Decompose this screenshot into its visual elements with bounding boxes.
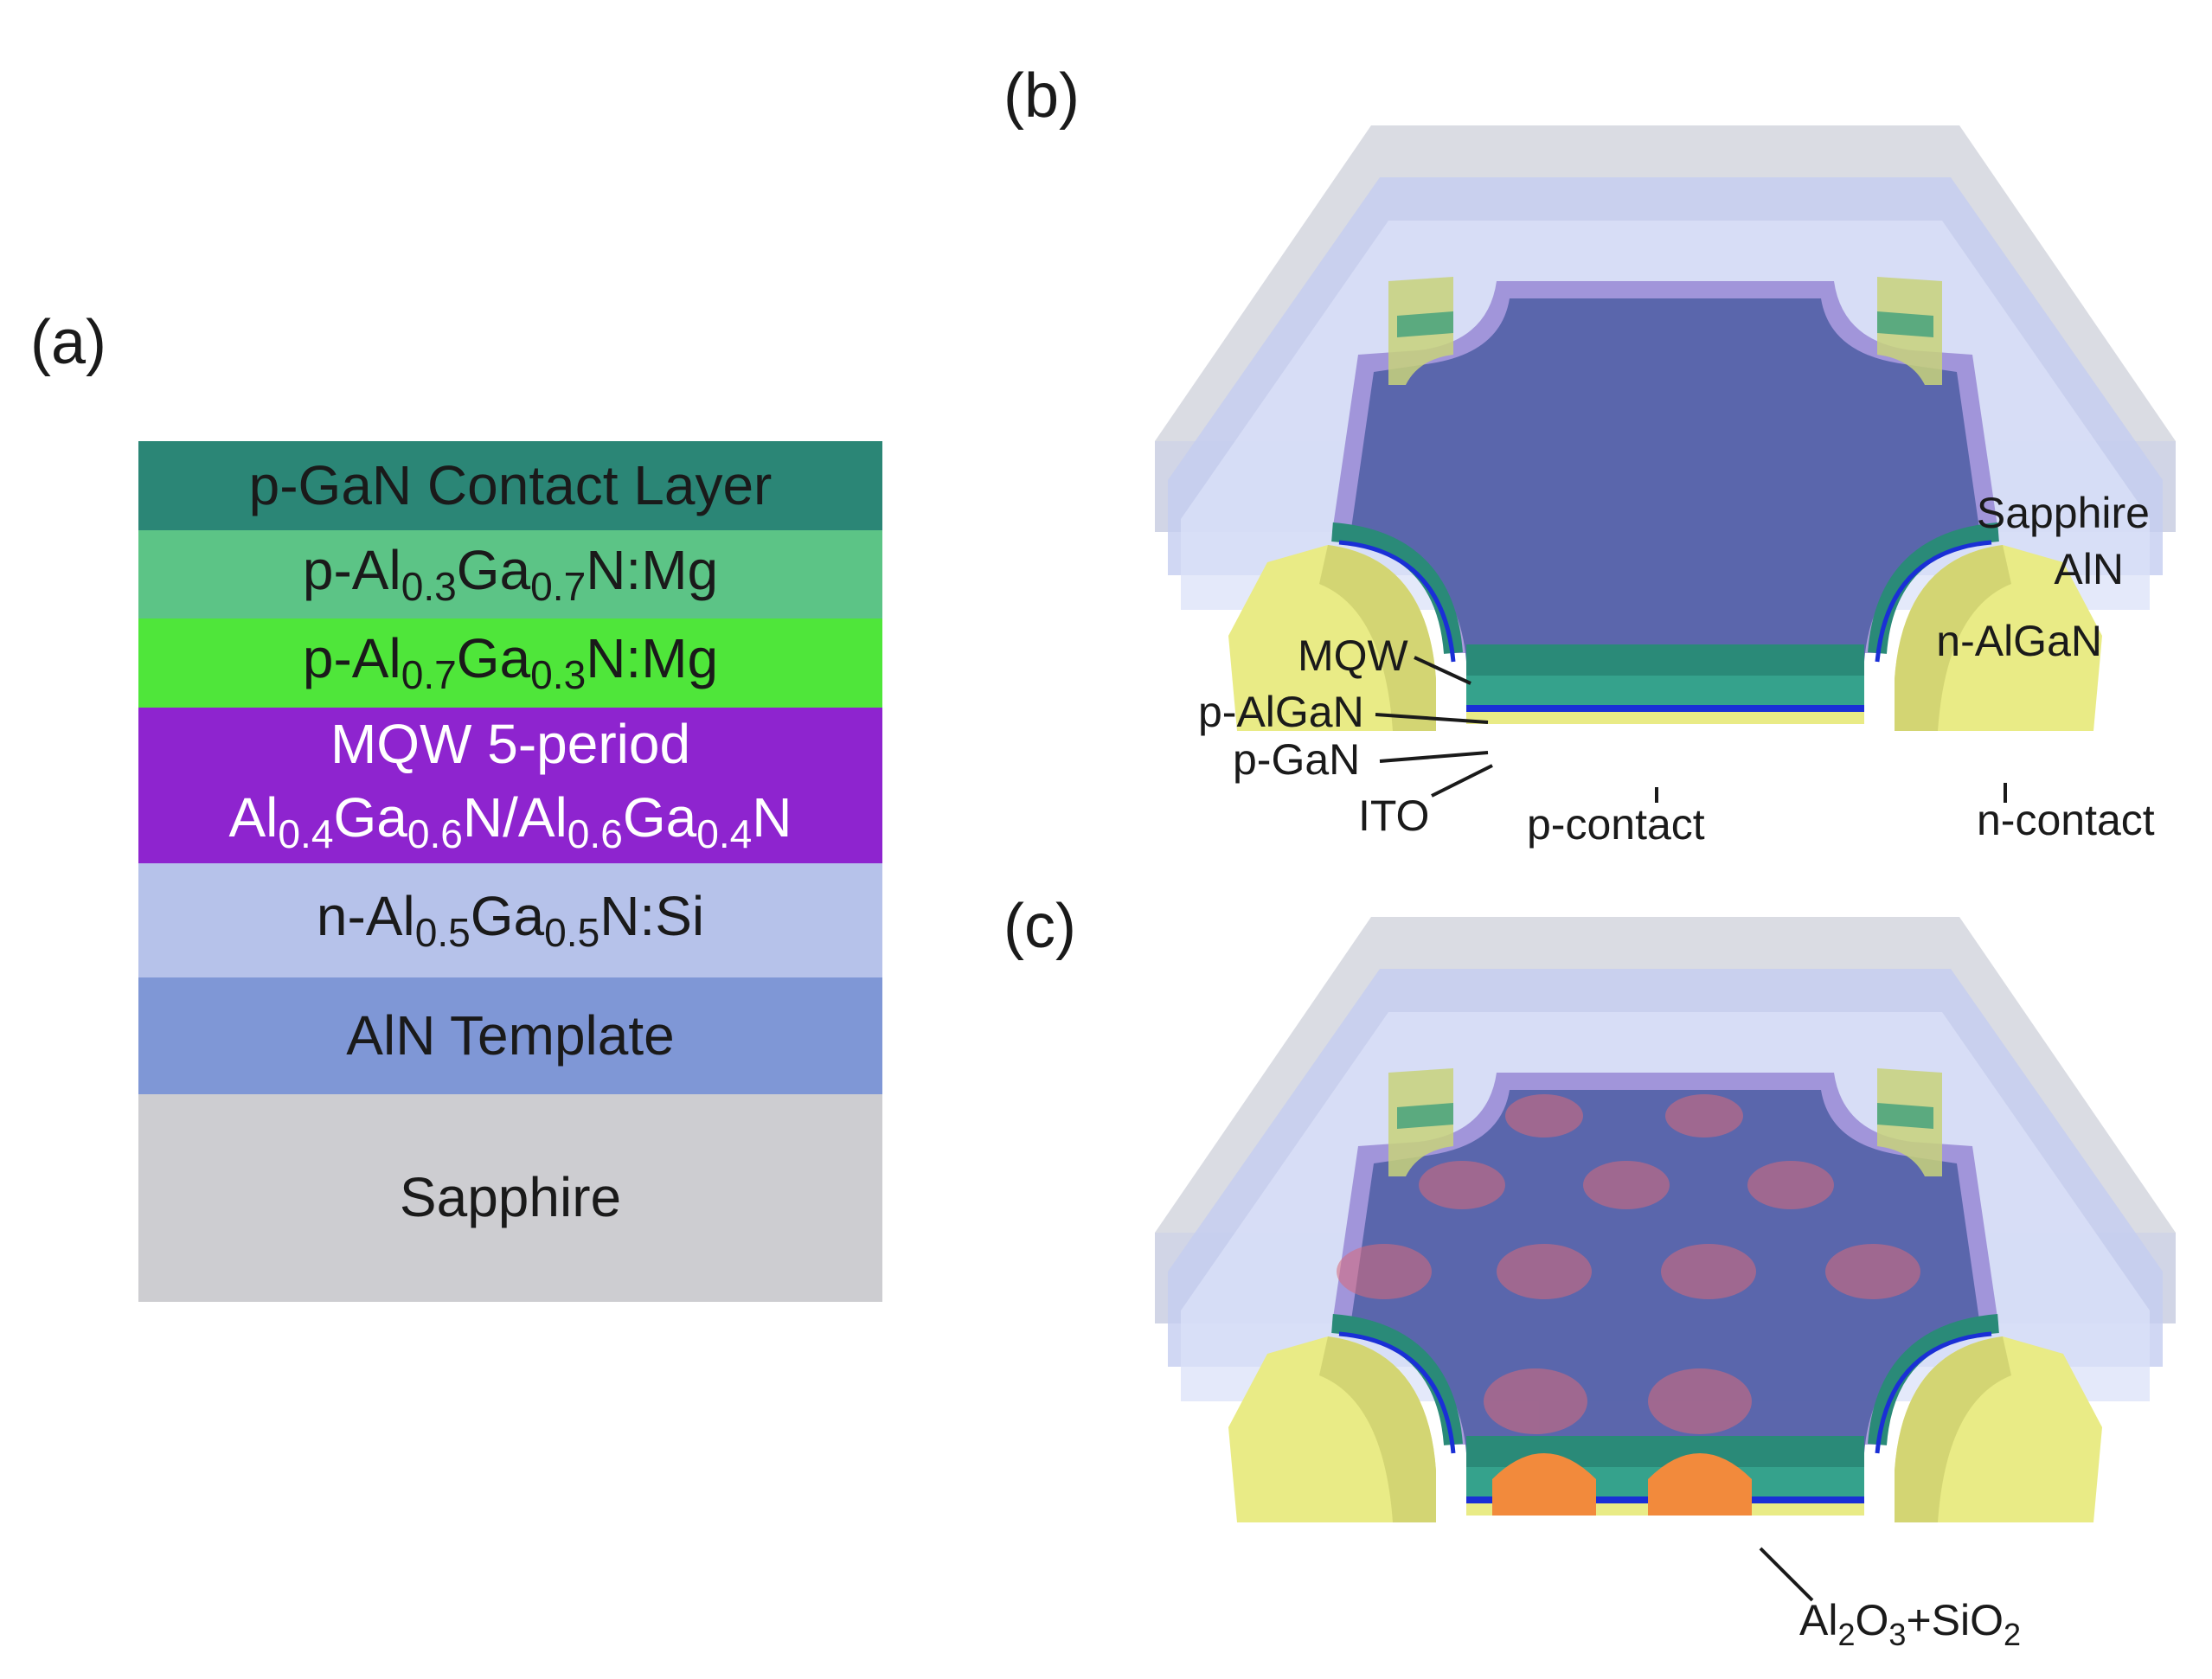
oxide-holes [1337,1094,1920,1434]
label-p-algan: p-AlGaN [1198,688,1364,736]
label-aln: AlN [2054,545,2124,593]
layer-n-algan: n-Al0.5Ga0.5N:Si [138,863,882,977]
layer-p-algan-03-label: p-Al0.3Ga0.7N:Mg [302,538,719,609]
layer-p-algan-03: p-Al0.3Ga0.7N:Mg [138,530,882,618]
labels-b: Sapphire AlN n-AlGaN MQW p-AlGaN p-GaN I… [1198,489,2155,849]
layer-mqw-line1: MQW 5-period [330,713,691,776]
label-mqw: MQW [1298,631,1409,680]
layer-sapphire: Sapphire [138,1094,882,1302]
layer-sapphire-label: Sapphire [399,1166,622,1229]
layer-mqw-line2: Al0.4Ga0.6N/Al0.6Ga0.4N [228,786,792,857]
layer-p-gan-contact: p-GaN Contact Layer [138,441,882,530]
panel-label-b: (b) [1003,61,1080,131]
label-p-contact: p-contact [1527,800,1705,849]
layer-stack: p-GaN Contact Layer p-Al0.3Ga0.7N:Mg p-A… [138,441,882,1302]
labels-c: Al2O3+SiO2 [1759,1547,2021,1652]
layer-mqw: MQW 5-period Al0.4Ga0.6N/Al0.6Ga0.4N [138,708,882,863]
panel-label-c: (c) [1003,892,1076,961]
layer-p-gan-contact-label: p-GaN Contact Layer [248,453,773,516]
label-n-contact: n-contact [1977,796,2155,844]
layer-n-algan-label: n-Al0.5Ga0.5N:Si [316,884,705,955]
layer-p-algan-07-label: p-Al0.7Ga0.3N:Mg [302,627,719,698]
label-sapphire: Sapphire [1977,489,2150,537]
oxide-front-fills [1492,1453,1752,1516]
layer-p-algan-07: p-Al0.7Ga0.3N:Mg [138,618,882,708]
layer-aln-template-label: AlN Template [346,1003,675,1067]
label-n-algan: n-AlGaN [1936,617,2102,665]
device-c [1155,917,2176,1522]
label-ito: ITO [1358,791,1429,840]
label-oxide: Al2O3+SiO2 [1799,1596,2021,1652]
panel-label-a: (a) [30,308,106,377]
label-p-gan: p-GaN [1233,735,1360,784]
layer-aln-template: AlN Template [138,977,882,1094]
